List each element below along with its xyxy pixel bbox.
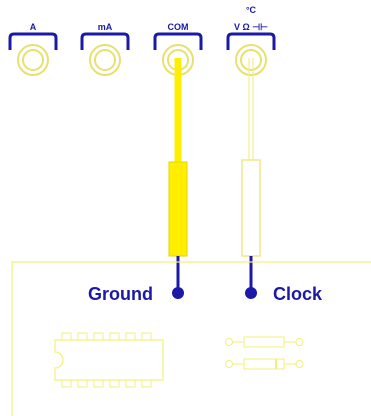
port-vohm-jack-outer: [235, 44, 267, 76]
clock-probe-contact: [245, 287, 257, 299]
ic-chip-bottom-pins: [61, 379, 152, 388]
port-a-jack-inner: [22, 49, 44, 71]
port-ma: mA: [80, 22, 130, 76]
port-com-bracket: [153, 32, 203, 50]
port-a-label: A: [30, 22, 37, 32]
port-ma-jack-outer: [89, 44, 121, 76]
port-a: A: [8, 22, 58, 76]
port-vohm-sup-label: °C: [246, 5, 257, 15]
port-a-bracket: [8, 32, 58, 50]
port-ma-label: mA: [98, 22, 113, 32]
clock-label: Clock: [273, 284, 323, 304]
port-vohm: °C V Ω ⊣⊢: [226, 5, 276, 76]
port-com-label: COM: [168, 22, 189, 32]
ground-label: Ground: [88, 284, 153, 304]
ic-chip-body: [54, 339, 164, 381]
port-ma-jack-inner: [94, 49, 116, 71]
clock-probe: [241, 58, 261, 299]
diode-body: [243, 358, 285, 370]
resistor-body: [243, 336, 285, 348]
port-ma-bracket: [80, 32, 130, 50]
ic-chip-top-pins: [61, 332, 152, 341]
resistor: [225, 336, 304, 348]
port-vohm-label: V Ω ⊣⊢: [234, 22, 268, 32]
ground-probe-contact: [172, 287, 184, 299]
ic-chip: [54, 332, 164, 388]
port-a-jack-outer: [17, 44, 49, 76]
port-vohm-jack-inner: [240, 49, 262, 71]
ground-probe-handle: [168, 161, 188, 257]
diode: [225, 358, 304, 370]
port-vohm-bracket: [226, 32, 276, 50]
circuit-board-outline: [11, 261, 371, 416]
clock-probe-handle: [241, 159, 261, 257]
ground-probe: [168, 58, 188, 299]
